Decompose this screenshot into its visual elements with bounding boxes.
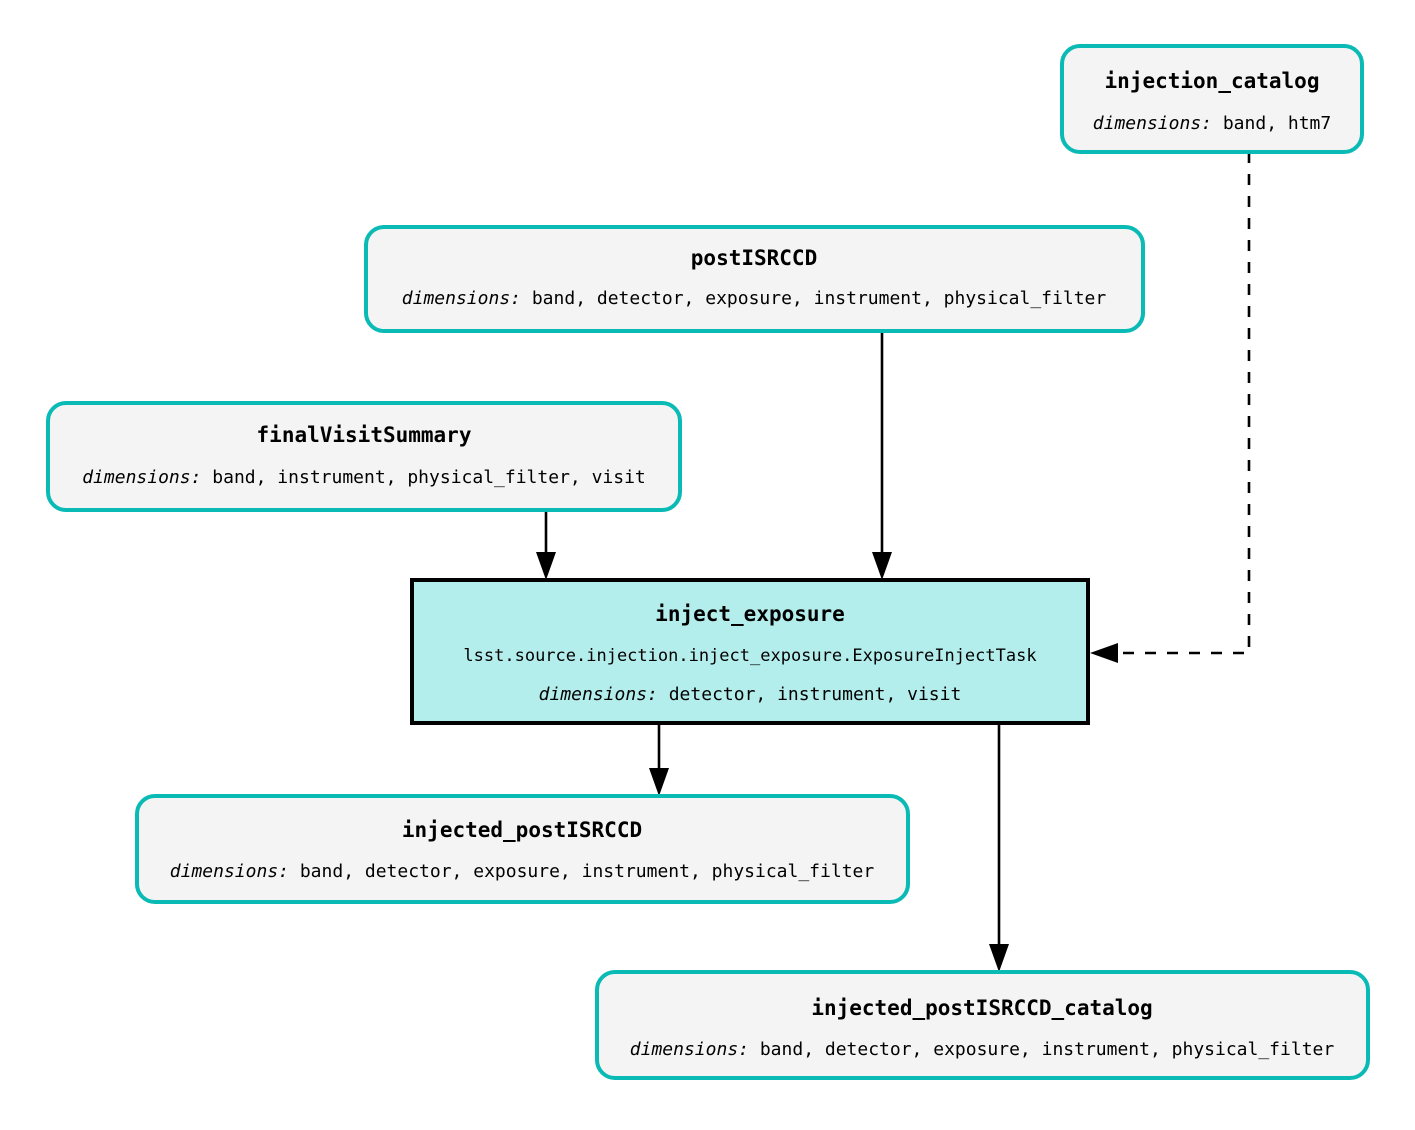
arrow-head-icon [989,944,1009,972]
node-box[interactable] [364,225,1145,333]
dimensions-value: band, detector, exposure, instrument, ph… [300,861,875,882]
node-dimensions: dimensions: band, detector, exposure, in… [402,288,1107,309]
node-title: inject_exposure [655,602,845,626]
node-box[interactable] [595,970,1370,1080]
arrow-head-icon [649,768,669,796]
node-dimensions: dimensions: band, detector, exposure, in… [630,1039,1335,1060]
arrow-head-icon [1090,643,1118,663]
dimensions-value: detector, instrument, visit [669,684,962,705]
node-dimensions: dimensions: band, detector, exposure, in… [170,861,875,882]
dimensions-value: band, htm7 [1223,113,1331,134]
node-inject-exposure-task[interactable]: inject_exposure lsst.source.injection.in… [410,578,1090,725]
dimensions-key: dimensions: [539,684,658,705]
node-title: postISRCCD [691,246,817,270]
node-injected-postisrccd-catalog[interactable]: injected_postISRCCD_catalog dimensions: … [595,970,1370,1080]
dimensions-key: dimensions: [630,1039,749,1060]
node-class-path: lsst.source.injection.inject_exposure.Ex… [463,646,1036,666]
dimensions-key: dimensions: [82,467,201,488]
dimensions-value: band, detector, exposure, instrument, ph… [760,1039,1335,1060]
node-injection-catalog[interactable]: injection_catalog dimensions: band, htm7 [1060,44,1364,154]
edge-postISRCCD-to-inject_exposure [872,330,892,580]
node-title: finalVisitSummary [257,423,472,447]
node-box[interactable] [135,794,910,904]
node-postisrccd[interactable]: postISRCCD dimensions: band, detector, e… [364,225,1145,333]
arrow-head-icon [872,552,892,580]
dimensions-value: band, detector, exposure, instrument, ph… [532,288,1107,309]
edge-line [1115,152,1251,655]
dimensions-key: dimensions: [170,861,289,882]
edge-finalVisitSummary-to-inject_exposure [536,510,556,580]
node-title: injection_catalog [1105,69,1320,93]
edge-inject_exposure-to-injected_postISRCCD [649,723,669,796]
node-injected-postisrccd[interactable]: injected_postISRCCD dimensions: band, de… [135,794,910,904]
edge-inject_exposure-to-injected_postISRCCD_catalog [989,723,1009,972]
node-box[interactable] [1060,44,1364,154]
edge-injection_catalog-to-inject_exposure [1090,152,1251,663]
node-title: injected_postISRCCD_catalog [811,996,1152,1020]
node-dimensions: dimensions: band, htm7 [1093,113,1331,134]
node-box[interactable] [46,401,682,512]
node-box[interactable] [410,578,1090,725]
node-title: injected_postISRCCD [402,818,642,842]
node-dimensions: dimensions: detector, instrument, visit [539,684,962,705]
node-dimensions: dimensions: band, instrument, physical_f… [82,467,646,488]
dimensions-value: band, instrument, physical_filter, visit [212,467,645,488]
node-finalvisitsummary[interactable]: finalVisitSummary dimensions: band, inst… [46,401,682,512]
arrow-head-icon [536,552,556,580]
dimensions-key: dimensions: [1093,113,1212,134]
dimensions-key: dimensions: [402,288,521,309]
